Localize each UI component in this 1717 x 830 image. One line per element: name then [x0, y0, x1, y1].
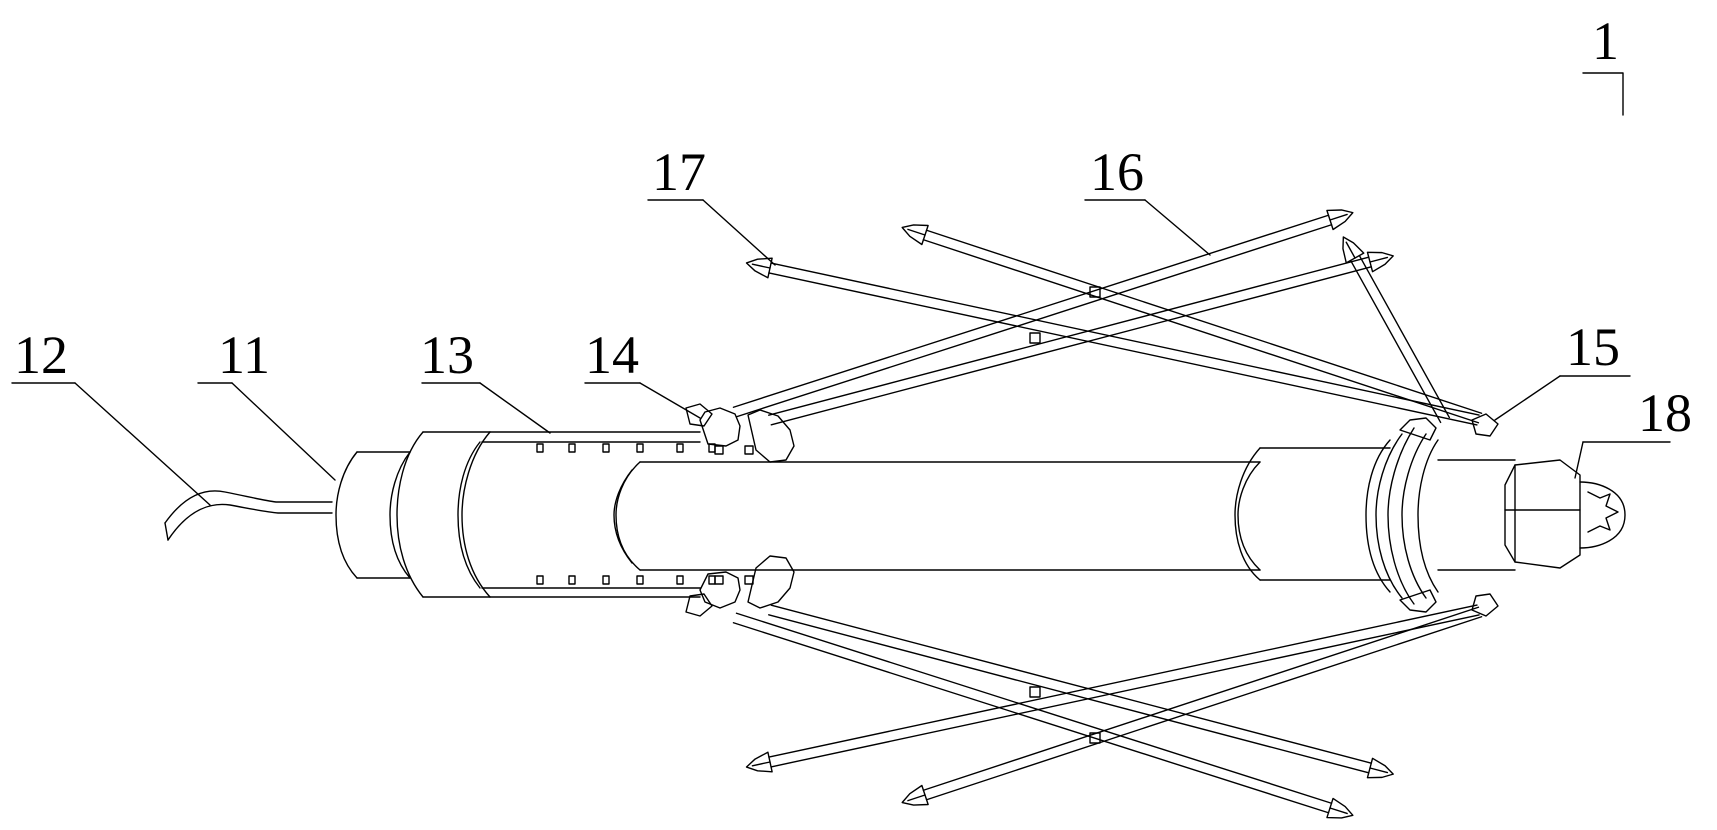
label-end-cap: 18: [1638, 383, 1692, 443]
arm-tip: [902, 786, 928, 806]
arm-edge: [927, 230, 1482, 413]
sleeve-slot: [637, 444, 643, 452]
arm-edge: [733, 215, 1328, 407]
housing: [336, 432, 490, 597]
support-arms: [733, 210, 1481, 818]
arm-edge: [737, 225, 1332, 417]
arm-edge: [771, 263, 1479, 415]
arm-edge: [769, 605, 1477, 757]
arm-tip: [1343, 237, 1364, 263]
sleeve-slot: [677, 444, 683, 452]
sleeve: [458, 432, 715, 597]
arm-edge: [769, 257, 1369, 415]
sleeve-slots-top: [537, 444, 715, 452]
label-front-ring: 14: [585, 325, 639, 385]
arm-tip-center: [1370, 257, 1387, 262]
arm-tip-center: [1370, 768, 1387, 773]
front-ring: [686, 404, 794, 616]
arm-joint: [1030, 687, 1040, 697]
label-support-arm: 16: [1090, 142, 1144, 202]
support-arm: [733, 210, 1352, 417]
arm-edge: [771, 615, 1479, 767]
label-cable: 12: [14, 325, 68, 385]
arm-tip: [747, 258, 773, 278]
leader-lines: [12, 73, 1670, 505]
sleeve-slot: [537, 444, 543, 452]
sleeve-slot: [677, 576, 683, 584]
arm-tip: [1367, 252, 1393, 271]
main-tube: [614, 448, 1390, 580]
arm-edge: [923, 240, 1478, 423]
sleeve-slots-bottom: [537, 576, 715, 584]
sleeve-slot: [603, 576, 609, 584]
arm-edge: [1359, 256, 1449, 418]
sleeve-slot: [709, 576, 715, 584]
support-arm: [733, 613, 1352, 818]
cable: [165, 491, 332, 540]
support-arm: [902, 607, 1481, 805]
support-arm: [902, 225, 1481, 423]
arm-edge: [923, 607, 1478, 790]
arm-edge: [771, 267, 1371, 425]
arm-tip: [902, 225, 928, 245]
end-cap: [1438, 460, 1625, 570]
arm-edge: [927, 617, 1482, 800]
arm-joint: [1090, 733, 1100, 743]
arm-tip: [747, 752, 773, 772]
label-housing: 11: [218, 325, 270, 385]
arm-tip: [1367, 758, 1393, 777]
arm-tip-center: [1330, 214, 1347, 220]
sleeve-slot: [537, 576, 543, 584]
sleeve-slot: [569, 576, 575, 584]
label-assembly: 1: [1592, 11, 1619, 71]
arm-tip-center: [908, 229, 925, 235]
support-arm: [769, 605, 1393, 778]
label-rear-ring: 15: [1566, 317, 1620, 377]
arm-edge: [737, 613, 1332, 803]
arm-joint: [1090, 287, 1100, 297]
sleeve-slot: [569, 444, 575, 452]
arm-tip: [1327, 798, 1353, 818]
arm-tip-center: [908, 795, 925, 801]
support-arm: [1343, 237, 1449, 422]
sleeve-slot: [603, 444, 609, 452]
arm-tip-center: [1330, 808, 1347, 813]
rear-ring: [1366, 414, 1498, 616]
support-arm: [769, 252, 1393, 425]
support-arm: [747, 605, 1480, 772]
support-arm: [747, 258, 1480, 425]
arm-edge: [733, 623, 1328, 813]
arm-joint: [1030, 333, 1040, 343]
label-arm-tip: 17: [652, 142, 706, 202]
arm-edge: [769, 615, 1369, 773]
arm-tip-center: [1346, 242, 1355, 258]
label-sleeve: 13: [420, 325, 474, 385]
arm-tip-center: [752, 264, 770, 268]
arm-edge: [769, 273, 1477, 425]
arm-edge: [1351, 260, 1441, 422]
arm-tip: [1327, 210, 1353, 230]
arm-tip-center: [752, 762, 770, 766]
sleeve-slot: [637, 576, 643, 584]
arm-edge: [771, 605, 1371, 763]
